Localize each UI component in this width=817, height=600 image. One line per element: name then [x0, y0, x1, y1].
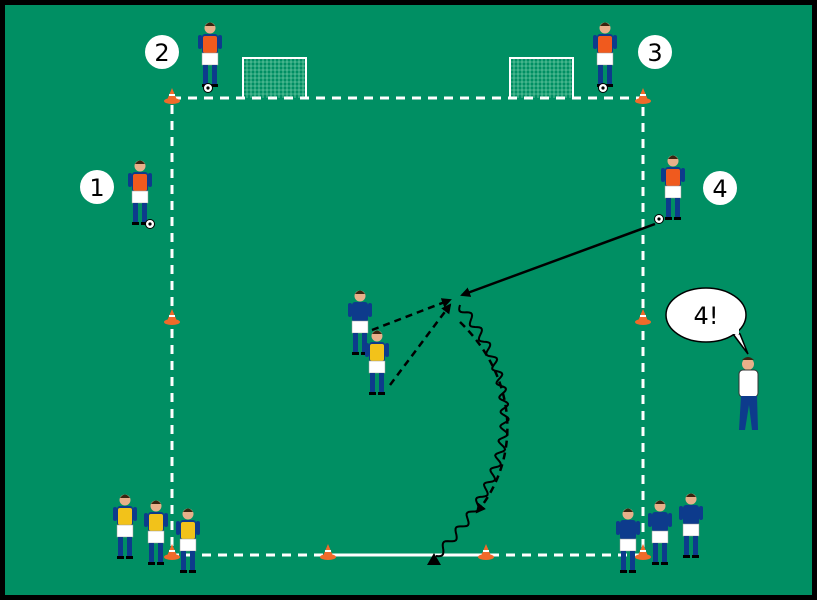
- cones: [164, 88, 651, 560]
- server-labels: 1 2 3 4: [80, 35, 737, 205]
- cone: [635, 309, 651, 325]
- cone: [478, 544, 494, 560]
- player-defender: [348, 290, 372, 355]
- player-waiting-yellow: [113, 494, 137, 559]
- coach-shirt: [738, 369, 759, 398]
- movement-arrows: [371, 222, 656, 565]
- cone: [164, 544, 180, 560]
- label-3: 3: [647, 39, 662, 67]
- label-1: 1: [89, 174, 104, 202]
- bib: [133, 174, 147, 191]
- coach: [738, 357, 759, 430]
- player-waiting-blue: [648, 500, 672, 565]
- cone: [635, 88, 651, 104]
- cone: [320, 544, 336, 560]
- ball: [654, 214, 664, 224]
- ball: [598, 83, 608, 93]
- bib: [118, 508, 132, 525]
- coach-call-text: 4!: [694, 302, 719, 330]
- player-attacker: [365, 330, 389, 395]
- dribble-arrowhead: [427, 553, 441, 565]
- ball: [145, 219, 155, 229]
- player-server-1: [128, 160, 152, 225]
- cone: [164, 309, 180, 325]
- bib: [181, 522, 195, 539]
- bib: [203, 36, 217, 53]
- bib: [149, 514, 163, 531]
- goals: [242, 57, 574, 98]
- player-waiting-blue: [679, 493, 703, 558]
- bib: [598, 36, 612, 53]
- player-server-4: [661, 155, 685, 220]
- defender-run-arrow: [371, 298, 452, 332]
- recovery-run-arrow: [459, 321, 509, 514]
- attacker-run-arrow: [389, 303, 452, 386]
- bib: [666, 169, 680, 186]
- speech-bubble: 4!: [665, 287, 749, 355]
- player-waiting-blue: [616, 508, 640, 573]
- bib: [370, 344, 384, 361]
- coach-head: [742, 358, 754, 370]
- cone: [635, 544, 651, 560]
- dribble-arrow: [435, 304, 510, 558]
- label-2: 2: [154, 39, 169, 67]
- coach-trousers: [739, 396, 758, 430]
- player-server-2: [198, 22, 222, 87]
- cone: [164, 88, 180, 104]
- player-waiting-yellow: [176, 508, 200, 573]
- player-waiting-yellow: [144, 500, 168, 565]
- players: [113, 22, 703, 573]
- player-server-3: [593, 22, 617, 87]
- mini-goal: [242, 57, 307, 98]
- mini-goal: [509, 57, 574, 98]
- pass-arrow: [460, 222, 656, 297]
- label-4: 4: [712, 175, 727, 203]
- ball: [203, 83, 213, 93]
